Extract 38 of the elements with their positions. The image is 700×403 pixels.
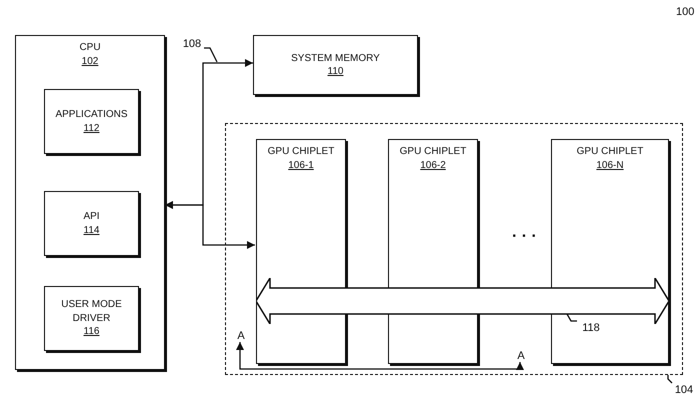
- leader-line: [667, 375, 672, 384]
- chiplet-box: [256, 139, 346, 364]
- reference-number: 106-1: [288, 158, 314, 172]
- reference-number: 116: [84, 325, 100, 339]
- bus-double-arrow: [256, 278, 669, 324]
- ellipsis: · · ·: [512, 228, 537, 246]
- double-arrow: [236, 342, 524, 370]
- box-heading: CPU: [79, 41, 101, 54]
- leader-line: [566, 313, 577, 322]
- reference-number: 102: [82, 54, 98, 68]
- reference-number: 118: [579, 321, 603, 335]
- figure-number: 100: [676, 6, 694, 18]
- connector-letter: A: [514, 349, 528, 363]
- reference-number: 108: [180, 37, 204, 51]
- box-heading: APPLICATIONS: [55, 108, 128, 122]
- chiplet-box: [388, 139, 478, 364]
- connector-letter: A: [234, 329, 248, 343]
- component-box: [44, 191, 139, 256]
- reference-number: 112: [84, 122, 100, 135]
- box-heading: GPU CHIPLET: [268, 145, 334, 158]
- component-box: [44, 89, 139, 154]
- component-box: [44, 286, 139, 351]
- box-heading: USER MODE DRIVER: [60, 298, 123, 326]
- dashed-group-box: [225, 123, 683, 375]
- memory-box: [253, 35, 418, 95]
- reference-number: 104: [672, 383, 696, 397]
- leader-line: [204, 47, 218, 62]
- processor-box: [15, 35, 165, 370]
- box-heading: GPU CHIPLET: [576, 145, 644, 158]
- chiplet-box: [551, 139, 669, 364]
- box-heading: GPU CHIPLET: [400, 145, 466, 158]
- box-heading: API: [83, 210, 100, 224]
- reference-number: 106-N: [596, 158, 624, 172]
- reference-number: 110: [328, 65, 344, 78]
- box-heading: SYSTEM MEMORY: [291, 52, 380, 65]
- reference-number: 114: [84, 224, 100, 237]
- double-arrow: [165, 201, 255, 249]
- reference-number: 106-2: [420, 158, 446, 172]
